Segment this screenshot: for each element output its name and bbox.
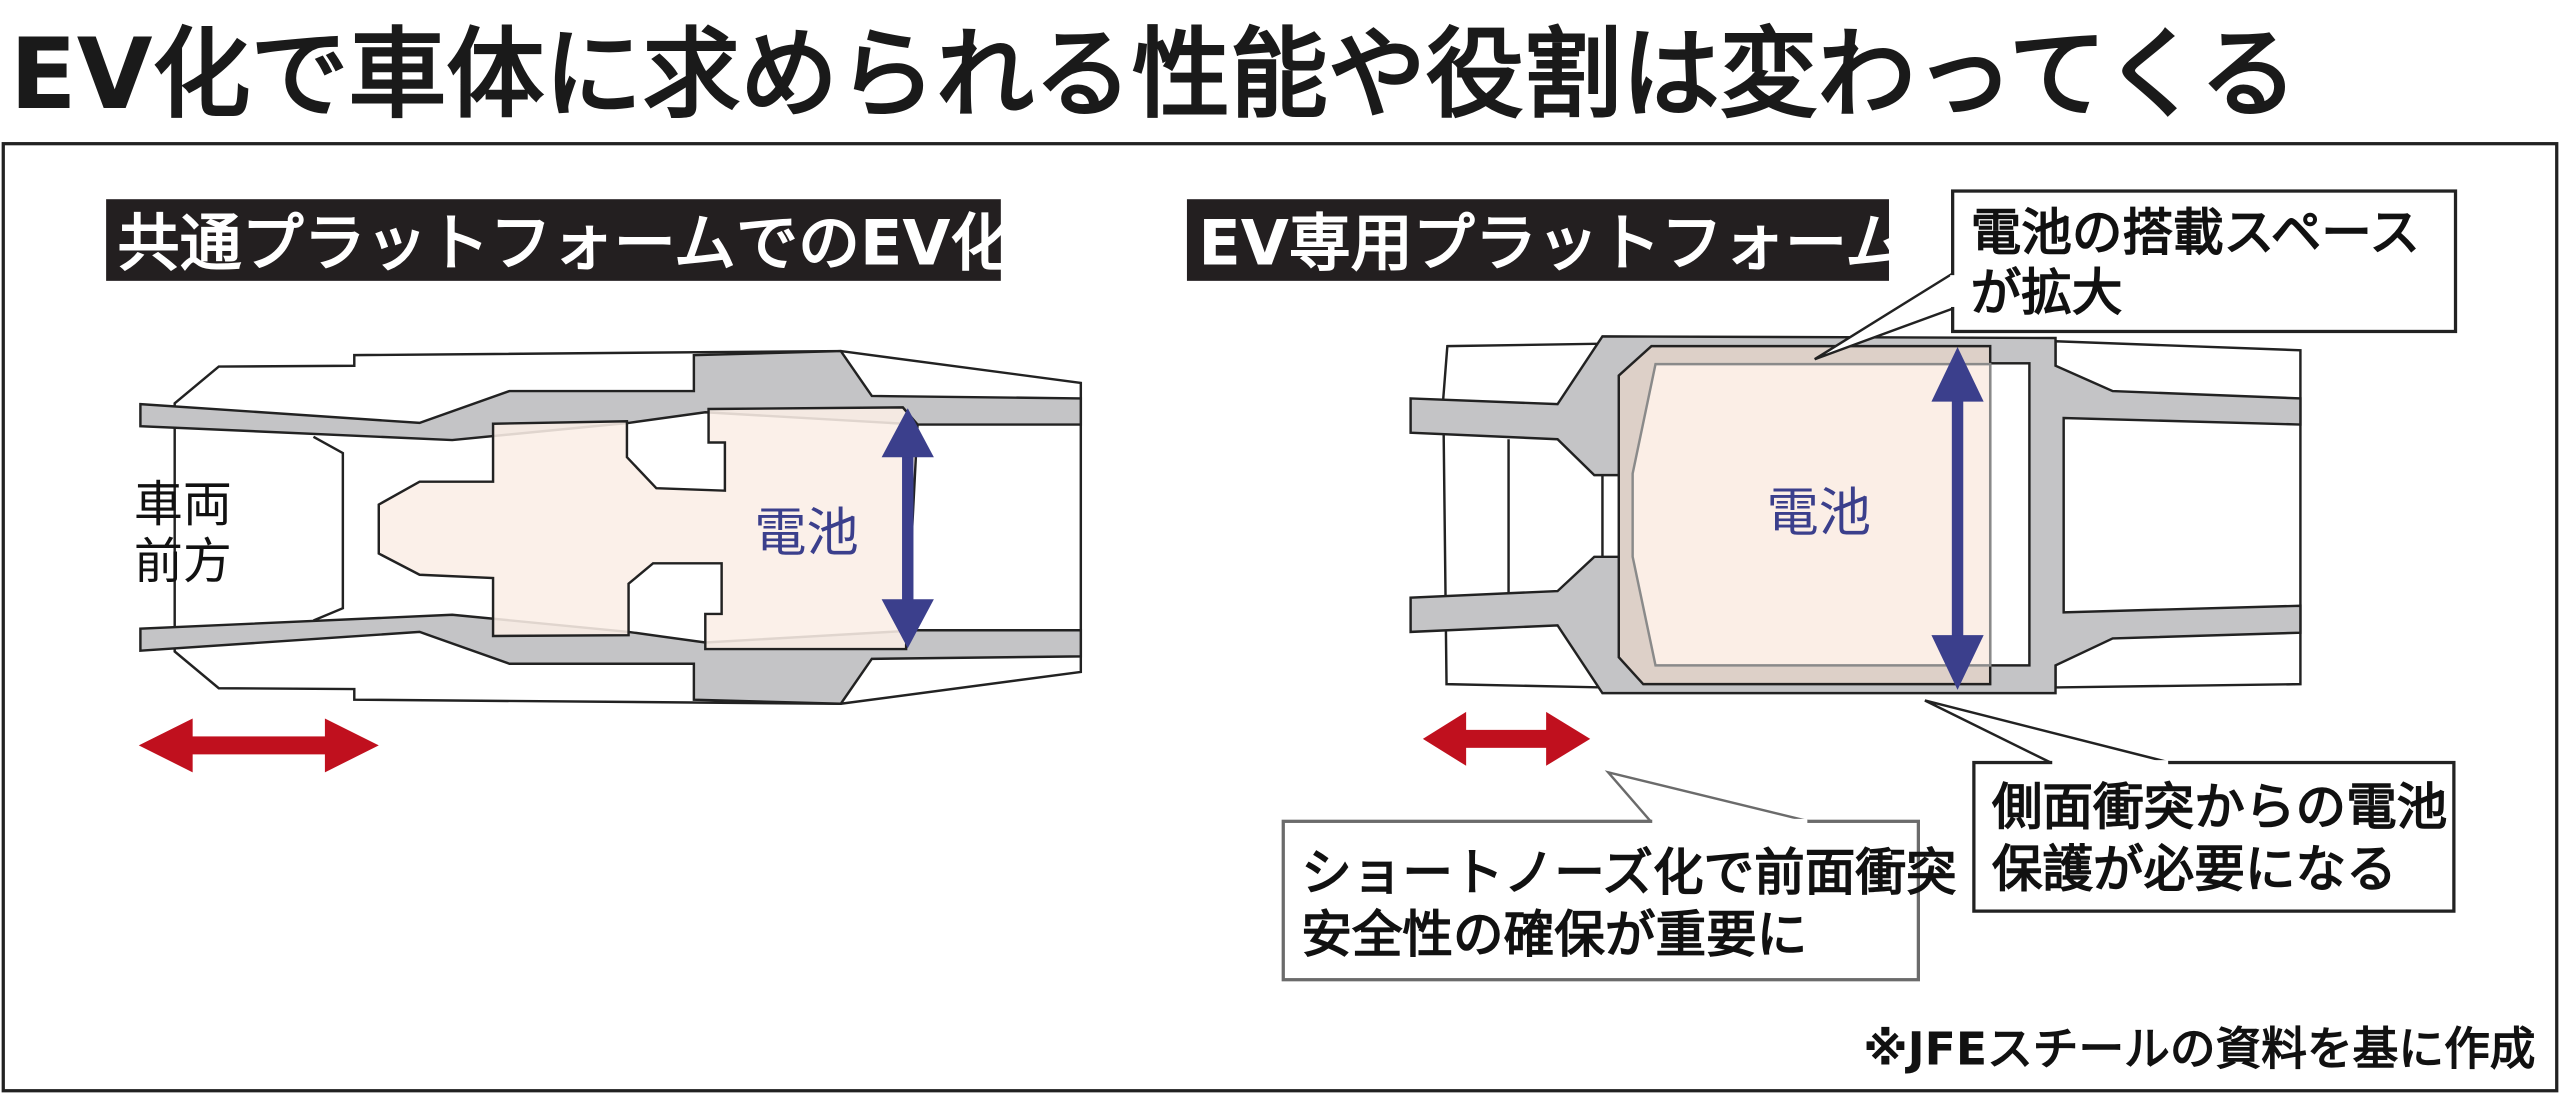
right-heading-bg <box>1186 199 1889 281</box>
left-panel: 共通プラットフォームでのEV化 電池 車両 前方 <box>106 199 1083 773</box>
callout-battery-space-line1: 電池の搭載スペース <box>1971 203 2420 262</box>
callout-short-nose: ショートノーズ化で前面衝突 安全性の確保が重要に <box>1281 770 1957 982</box>
callout-short-nose-line2: 安全性の確保が重要に <box>1301 905 1807 964</box>
callout-side-impact-line1: 側面衝突からの電池 <box>1991 778 2447 837</box>
right-panel: EV専用プラットフォーム 電池 電池の搭載スペース が拡大 <box>1186 189 2458 982</box>
right-battery-label: 電池 <box>1767 484 1871 544</box>
left-front-length-arrow <box>138 718 379 773</box>
callout-short-nose-line1: ショートノーズ化で前面衝突 <box>1301 843 1957 902</box>
left-heading: 共通プラットフォームでのEV化 <box>118 207 1013 280</box>
source-footnote: ※JFEスチールの資料を基に作成 <box>1863 1023 2535 1076</box>
left-battery-label: 電池 <box>754 503 858 563</box>
right-heading: EV専用プラットフォーム <box>1198 207 1907 280</box>
page-title: EV化で車体に求められる性能や役割は変わってくる <box>10 18 2298 132</box>
callout-side-impact-line2: 保護が必要になる <box>1992 840 2397 899</box>
right-side-window <box>1988 362 2031 667</box>
callout-battery-space-line2: が拡大 <box>1971 263 2123 322</box>
frame-border <box>1 142 2559 1093</box>
right-battery <box>1631 362 1992 667</box>
callout-battery-space: 電池の搭載スペース が拡大 <box>1814 189 2458 361</box>
left-battery <box>377 406 919 651</box>
right-battery-width-arrow <box>1931 346 1984 690</box>
left-battery-width-arrow <box>881 408 934 649</box>
front-label-line1: 車両 <box>134 476 232 533</box>
front-label-line2: 前方 <box>134 533 232 590</box>
right-front-length-arrow <box>1422 711 1591 766</box>
left-hood-line <box>312 435 345 622</box>
callout-side-impact: 側面衝突からの電池 保護が必要になる <box>1924 699 2456 913</box>
left-heading-bg <box>106 199 1001 281</box>
